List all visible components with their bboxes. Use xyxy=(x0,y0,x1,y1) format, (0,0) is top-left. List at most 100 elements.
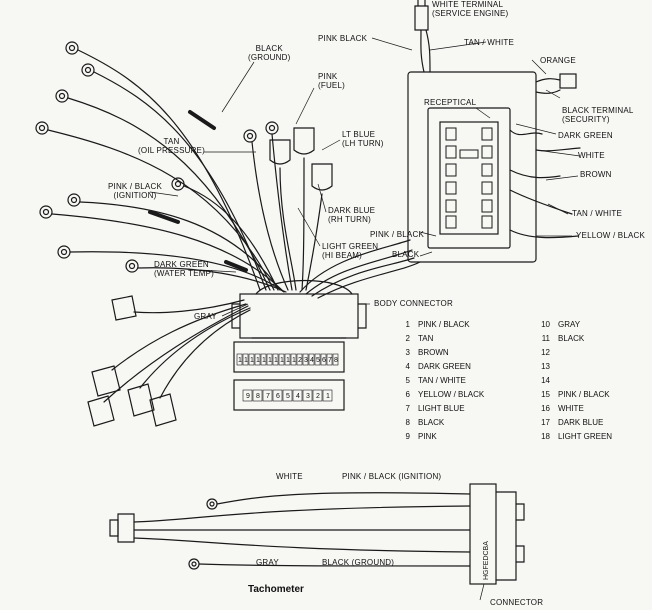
pin-color: YELLOW / BLACK xyxy=(418,390,485,399)
pin-color: DARK GREEN xyxy=(418,362,471,371)
pin-row: 8 BLACK xyxy=(396,418,445,427)
pin-color: PINK / BLACK xyxy=(558,390,610,399)
pin-row: 4 DARK GREEN xyxy=(396,362,471,371)
pin-row: 10 GRAY xyxy=(536,320,580,329)
connector-digit: 1 xyxy=(274,357,278,364)
pin-row: 6 YELLOW / BLACK xyxy=(396,390,485,399)
connector-cell xyxy=(332,353,339,366)
bulb-sockets-lower xyxy=(87,295,251,427)
label-dark-green: DARK GREEN xyxy=(558,131,613,140)
label-body-connector: BODY CONNECTOR xyxy=(374,299,453,308)
tach-label-pink-black: PINK / BLACK (IGNITION) xyxy=(342,472,442,481)
connector-cell xyxy=(320,353,327,366)
body-connector xyxy=(239,293,359,339)
connector-digit: 1 xyxy=(256,357,260,364)
label-lt-blue: LT BLUE (LH TURN) xyxy=(342,130,384,148)
connector-cell xyxy=(292,389,303,402)
service-engine-terminal xyxy=(414,5,429,31)
connector-digit: 5 xyxy=(316,357,320,364)
pin-number: 8 xyxy=(405,418,410,427)
receptacle-block xyxy=(427,107,511,249)
pin-color: BLACK xyxy=(418,418,445,427)
security-terminal xyxy=(559,73,577,89)
label-tan-white-right: TAN / WHITE xyxy=(572,209,623,218)
label-gray: GRAY xyxy=(194,312,217,321)
label-pink-black-top: PINK BLACK xyxy=(318,34,368,43)
label-white: WHITE xyxy=(578,151,605,160)
connector-cell xyxy=(282,389,293,402)
pin-number: 14 xyxy=(541,376,550,385)
connector-cell xyxy=(260,353,267,366)
pin-number: 10 xyxy=(541,320,550,329)
pin-number: 18 xyxy=(541,432,550,441)
receptacle-housing xyxy=(407,71,537,263)
pin-color: GRAY xyxy=(558,320,581,329)
tach-label-gray: GRAY xyxy=(256,558,279,567)
connector-cell xyxy=(302,389,313,402)
connector-digit: 1 xyxy=(250,357,254,364)
label-receptical: RECEPTICAL xyxy=(424,98,477,107)
pin-color: PINK / BLACK xyxy=(418,320,470,329)
tach-plug xyxy=(117,513,135,543)
pin-row: 13 xyxy=(536,362,558,371)
pin-color: BROWN xyxy=(418,348,449,357)
connector-digit: 9 xyxy=(246,393,250,400)
pin-color: LIGHT GREEN xyxy=(558,432,613,441)
tachometer-title: Tachometer xyxy=(248,584,304,595)
pin-number: 13 xyxy=(541,362,550,371)
connector-cell xyxy=(236,353,243,366)
label-pink-fuel: PINK (FUEL) xyxy=(318,72,345,90)
pin-number: 2 xyxy=(405,334,410,343)
pin-row: 18 LIGHT GREEN xyxy=(536,432,612,441)
connector-cell xyxy=(278,353,285,366)
connector-digit: 3 xyxy=(306,393,310,400)
connector-digit: 1 xyxy=(238,357,242,364)
pin-row: 12 xyxy=(536,348,558,357)
connector-digit: 1 xyxy=(268,357,272,364)
label-pink-black-ignition: PINK / BLACK (IGNITION) xyxy=(108,182,162,200)
pin-color: DARK BLUE xyxy=(558,418,604,427)
connector-digit: 5 xyxy=(286,393,290,400)
connector-cell xyxy=(308,353,315,366)
tach-label-connector: CONNECTOR xyxy=(490,598,544,607)
connector-cell xyxy=(252,389,263,402)
connector-pin-grid-top xyxy=(233,341,345,373)
connector-cell xyxy=(248,353,255,366)
connector-digit: 6 xyxy=(276,393,280,400)
pin-color: BLACK xyxy=(558,334,585,343)
pin-number: 15 xyxy=(541,390,550,399)
connector-digit: 1 xyxy=(292,357,296,364)
pin-number: 17 xyxy=(541,418,550,427)
pin-color: TAN xyxy=(418,334,434,343)
connector-digit: 6 xyxy=(322,357,326,364)
pin-number: 7 xyxy=(405,404,410,413)
pin-number: 1 xyxy=(405,320,410,329)
pin-number: 4 xyxy=(405,362,410,371)
label-tan-white-top: TAN / WHITE xyxy=(464,38,515,47)
tach-connector xyxy=(469,483,497,585)
receptacle-contacts xyxy=(445,127,493,229)
connector-digit: 8 xyxy=(256,393,260,400)
connector-digit: 2 xyxy=(316,393,320,400)
connector-cell xyxy=(314,353,321,366)
connector-cell xyxy=(302,353,309,366)
label-yellow-black: YELLOW / BLACK xyxy=(576,231,646,240)
label-black-mid: BLACK xyxy=(392,250,420,259)
pin-color: TAN / WHITE xyxy=(418,376,466,385)
tach-label-white: WHITE xyxy=(276,472,303,481)
connector-cell xyxy=(326,353,333,366)
pin-row: 2 TAN xyxy=(396,334,434,343)
connector-digit: 8 xyxy=(334,357,338,364)
pin-number: 6 xyxy=(405,390,410,399)
connector-cell xyxy=(284,353,291,366)
pin-number: 9 xyxy=(405,432,410,441)
connector-cell xyxy=(262,389,273,402)
pin-row: 15 PINK / BLACK xyxy=(536,390,610,399)
pin-row: 17 DARK BLUE xyxy=(536,418,603,427)
receptacle-inner xyxy=(439,121,499,235)
